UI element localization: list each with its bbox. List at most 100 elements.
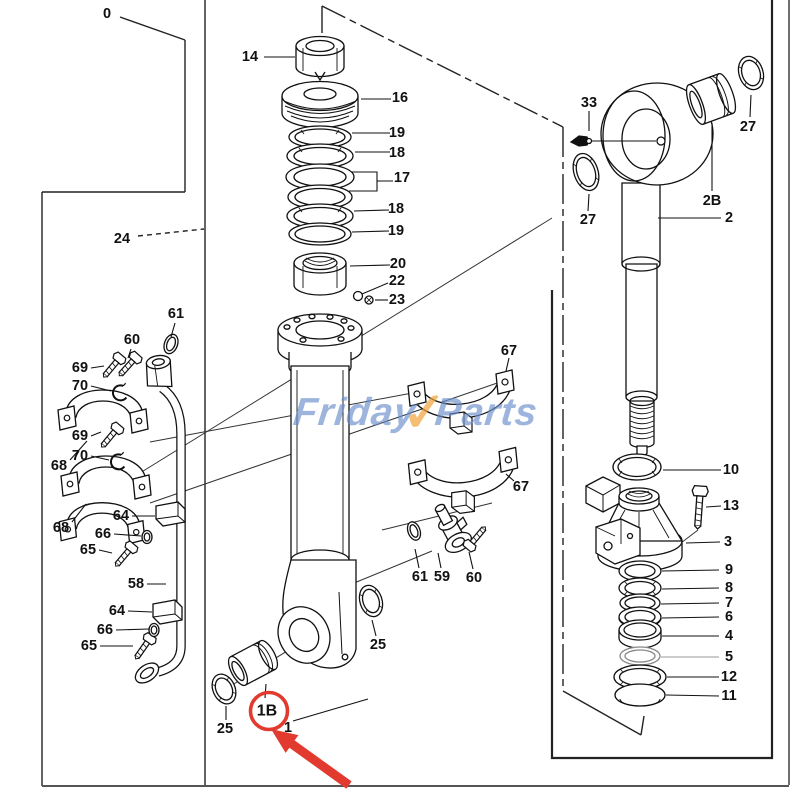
part-2-rod xyxy=(622,183,660,455)
part-22-ball xyxy=(354,292,363,301)
part-label-7-42: 7 xyxy=(725,595,733,611)
part-label-65-31: 65 xyxy=(81,638,97,654)
part-mount-block xyxy=(586,477,620,512)
part-label-69-21: 69 xyxy=(72,428,88,444)
part-17-ring xyxy=(286,164,354,209)
part-1-cylinder-bottom-eye xyxy=(268,560,356,672)
part-label-10-37: 10 xyxy=(723,462,739,478)
part-61-oring xyxy=(405,520,423,542)
part-68-clamp-half xyxy=(57,389,149,434)
part-label-58-28: 58 xyxy=(128,576,144,592)
part-19-ring xyxy=(289,223,351,245)
part-label-67-33: 67 xyxy=(513,479,529,495)
part-2-rod-eye xyxy=(601,83,713,185)
part-label-17-6: 17 xyxy=(394,170,410,186)
part-label-24-1: 24 xyxy=(114,231,130,247)
parts-layer xyxy=(57,37,768,708)
part-label-8-41: 8 xyxy=(725,580,733,596)
part-33-grease-fitting xyxy=(571,136,656,146)
part-label-67-32: 67 xyxy=(501,343,517,359)
part-label-20-9: 20 xyxy=(390,256,406,272)
part-label-2B-14: 2B xyxy=(703,193,722,209)
part-5-seal xyxy=(620,647,660,665)
part-number-labels: 0241416191817181920222333272B22761606970… xyxy=(51,6,756,737)
part-2b-bushing xyxy=(683,72,740,127)
part-14-cap xyxy=(296,37,344,81)
part-label-27-16: 27 xyxy=(580,212,596,228)
part-25-seal xyxy=(356,582,387,619)
part-58-elbow-fitting xyxy=(144,354,174,390)
part-11-ring xyxy=(615,684,665,706)
part-label-61-34: 61 xyxy=(412,569,428,585)
part-69-bolt xyxy=(95,420,127,453)
part-label-19-8: 19 xyxy=(388,223,404,239)
part-label-69-19: 69 xyxy=(72,360,88,376)
part-label-64-25: 64 xyxy=(113,508,129,524)
part-59-valve xyxy=(426,498,476,557)
part-label-61-17: 61 xyxy=(168,306,184,322)
part-58-pipe xyxy=(132,354,181,687)
part-label-2-15: 2 xyxy=(725,210,733,226)
part-10-ring xyxy=(613,454,661,480)
stamp-circle xyxy=(251,693,288,730)
part-20-locknut xyxy=(294,253,346,295)
part-65-bolt xyxy=(109,539,141,572)
part-label-66-30: 66 xyxy=(97,622,113,638)
part-1b-bushing xyxy=(225,638,282,688)
leader-lines xyxy=(70,57,751,721)
part-label-66-26: 66 xyxy=(95,526,111,542)
part-label-18-7: 18 xyxy=(388,201,404,217)
part-label-0-0: 0 xyxy=(103,6,111,22)
part-label-14-2: 14 xyxy=(242,49,258,65)
part-label-70-22: 70 xyxy=(72,448,88,464)
part-16-bushing xyxy=(282,82,358,128)
stamp-label: 1B xyxy=(257,703,277,720)
part-64-block xyxy=(156,502,185,526)
part-label-5-45: 5 xyxy=(725,649,733,665)
part-4-seal xyxy=(619,620,661,648)
highlight-stamp: 1B xyxy=(251,693,352,789)
part-label-1-50: 1 xyxy=(284,720,292,736)
panel-boundaries xyxy=(42,0,789,786)
part-12-ring xyxy=(614,665,666,689)
part-label-27-13: 27 xyxy=(740,119,756,135)
part-label-11-47: 11 xyxy=(721,688,736,704)
part-label-3-39: 3 xyxy=(724,534,732,550)
part-label-25-48: 25 xyxy=(370,637,386,653)
part-label-12-46: 12 xyxy=(721,669,737,685)
part-27-seal xyxy=(734,53,767,93)
part-label-6-43: 6 xyxy=(725,609,733,625)
part-23-plug xyxy=(365,296,373,304)
part-24-cylinder-tube xyxy=(291,366,349,570)
part-label-64-29: 64 xyxy=(109,603,125,619)
part-label-60-18: 60 xyxy=(124,332,140,348)
part-label-25-49: 25 xyxy=(217,721,233,737)
part-label-33-12: 33 xyxy=(581,95,597,111)
part-13-bolt xyxy=(690,485,709,529)
part-label-59-35: 59 xyxy=(434,569,450,585)
part-label-68-23: 68 xyxy=(51,458,67,474)
part-label-23-11: 23 xyxy=(389,292,405,308)
red-arrow xyxy=(271,729,352,789)
part-66-oring xyxy=(142,531,159,637)
assembly-lines xyxy=(140,218,698,687)
part-label-68-24: 68 xyxy=(53,520,69,536)
part-67-clamp xyxy=(407,446,519,515)
part-67-clamp xyxy=(407,369,515,435)
part-label-60-36: 60 xyxy=(466,570,482,586)
part-label-18-5: 18 xyxy=(389,145,405,161)
part-label-16-3: 16 xyxy=(392,90,408,106)
part-label-22-10: 22 xyxy=(389,273,405,289)
part-label-19-4: 19 xyxy=(389,125,405,141)
part-7-seal xyxy=(620,594,660,612)
part-3-gland xyxy=(596,488,682,571)
part-27-seal xyxy=(569,150,604,194)
part-64-block xyxy=(153,600,182,624)
part-label-9-40: 9 xyxy=(725,562,733,578)
part-25-seal xyxy=(208,670,241,707)
part-61-oring xyxy=(161,332,180,355)
part-label-13-38: 13 xyxy=(723,498,739,514)
part-label-70-20: 70 xyxy=(72,378,88,394)
